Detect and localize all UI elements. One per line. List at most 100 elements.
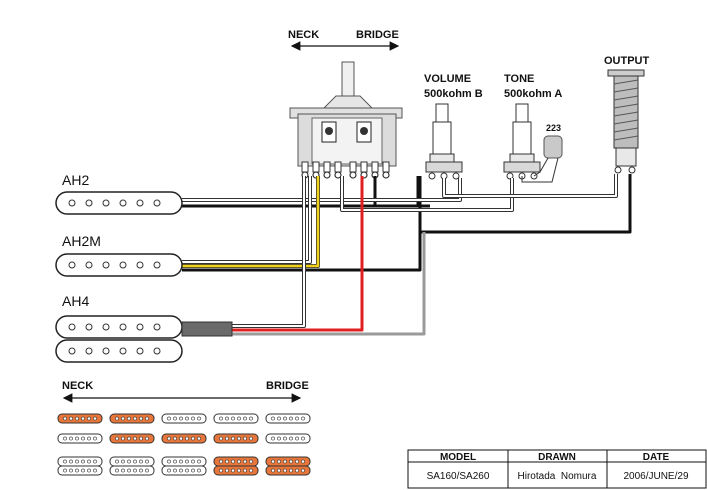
tone-pot: TONE 500kohm A <box>503 73 562 180</box>
selector-neck-label: NECK <box>288 29 319 41</box>
legend-pole-dot <box>145 459 149 464</box>
legend-pole-dot <box>81 436 85 441</box>
legend-pole-dot <box>93 436 97 441</box>
legend-pole-dot <box>63 436 67 441</box>
pickup-label-ah2: AH2 <box>62 172 89 188</box>
legend-pole-dot <box>249 459 253 464</box>
legend-pole-dot <box>133 436 137 441</box>
legend-pole-dot <box>271 416 275 421</box>
legend-pickup-cell <box>57 433 103 444</box>
legend-pole-dot <box>243 436 247 441</box>
legend-neck-label: NECK <box>62 380 93 392</box>
legend-pole-dot <box>75 436 79 441</box>
legend-bridge-label: BRIDGE <box>266 380 309 392</box>
legend-pole-dot <box>289 416 293 421</box>
legend-pickup-cell <box>213 433 259 444</box>
legend-pole-dot <box>167 416 171 421</box>
legend-pole-dot <box>63 459 67 464</box>
legend-pole-dot <box>93 459 97 464</box>
volume-label: VOLUME <box>424 73 471 85</box>
selector-bridge-label: BRIDGE <box>356 29 399 41</box>
legend-pole-dot <box>145 468 149 473</box>
legend-pole-dot <box>301 468 305 473</box>
legend-pole-dot <box>133 468 137 473</box>
table-value-model: SA160/SA260 <box>427 471 490 482</box>
legend-pole-dot <box>237 416 241 421</box>
legend-pole-dot <box>81 459 85 464</box>
legend-pole-dot <box>277 459 281 464</box>
legend-pole-dot <box>127 468 131 473</box>
legend-pole-dot <box>283 468 287 473</box>
legend-pole-dot <box>243 416 247 421</box>
legend-pickup-cell <box>161 465 207 476</box>
legend-pole-dot <box>219 436 223 441</box>
legend-pole-dot <box>295 416 299 421</box>
legend-pole-dot <box>179 459 183 464</box>
legend-pole-dot <box>179 436 183 441</box>
legend-pickup-cell <box>265 413 311 424</box>
pickup-label-ah2m: AH2M <box>62 233 101 249</box>
legend-pole-dot <box>277 468 281 473</box>
legend-pickup-cell <box>161 433 207 444</box>
volume-value: 500kohm B <box>424 88 483 100</box>
position-legend: NECK BRIDGE <box>57 380 311 476</box>
legend-pole-dot <box>167 459 171 464</box>
legend-pickup-cell <box>265 465 311 476</box>
legend-pole-dot <box>249 416 253 421</box>
legend-pickup-cell <box>109 413 155 424</box>
legend-pole-dot <box>115 416 119 421</box>
legend-pole-dot <box>63 468 67 473</box>
legend-pole-dot <box>133 459 137 464</box>
table-header-drawn: DRAWN <box>538 452 576 463</box>
legend-pickup-cell <box>265 433 311 444</box>
legend-pole-dot <box>127 459 131 464</box>
legend-pole-dot <box>197 468 201 473</box>
legend-pickup-cell <box>57 413 103 424</box>
table-header-model: MODEL <box>440 452 476 463</box>
legend-pole-dot <box>185 416 189 421</box>
legend-pole-dot <box>271 436 275 441</box>
legend-pole-dot <box>283 436 287 441</box>
capacitor-label: 223 <box>546 123 561 133</box>
legend-pole-dot <box>87 468 91 473</box>
legend-pole-dot <box>121 468 125 473</box>
legend-pole-dot <box>289 459 293 464</box>
legend-pole-dot <box>93 468 97 473</box>
output-jack: OUTPUT <box>604 55 650 174</box>
legend-pole-dot <box>277 416 281 421</box>
legend-pole-dot <box>301 416 305 421</box>
pickup-ah2m: AH2M <box>55 233 183 277</box>
legend-pickup-cell <box>161 413 207 424</box>
legend-pole-dot <box>173 468 177 473</box>
legend-pole-dot <box>301 459 305 464</box>
legend-pole-dot <box>283 459 287 464</box>
table-value-date: 2006/JUNE/29 <box>623 471 688 482</box>
legend-pole-dot <box>197 416 201 421</box>
legend-pole-dot <box>87 416 91 421</box>
legend-pole-dot <box>283 416 287 421</box>
legend-pole-dot <box>173 459 177 464</box>
legend-pole-dot <box>179 468 183 473</box>
legend-pole-dot <box>219 459 223 464</box>
legend-pole-dot <box>87 436 91 441</box>
legend-pole-dot <box>295 468 299 473</box>
tone-label: TONE <box>504 73 534 85</box>
legend-pole-dot <box>121 436 125 441</box>
legend-pole-dot <box>69 436 73 441</box>
legend-pole-dot <box>69 459 73 464</box>
legend-pole-dot <box>225 416 229 421</box>
legend-pole-dot <box>139 436 143 441</box>
legend-pole-dot <box>93 416 97 421</box>
legend-pole-dot <box>75 459 79 464</box>
legend-pole-dot <box>81 468 85 473</box>
legend-pole-dot <box>249 468 253 473</box>
legend-pole-dot <box>133 416 137 421</box>
legend-pole-dot <box>127 416 131 421</box>
legend-pole-dot <box>115 468 119 473</box>
legend-pole-dot <box>69 468 73 473</box>
legend-pole-dot <box>75 416 79 421</box>
legend-pickup-cell <box>213 413 259 424</box>
legend-pole-dot <box>145 416 149 421</box>
legend-pole-dot <box>185 436 189 441</box>
